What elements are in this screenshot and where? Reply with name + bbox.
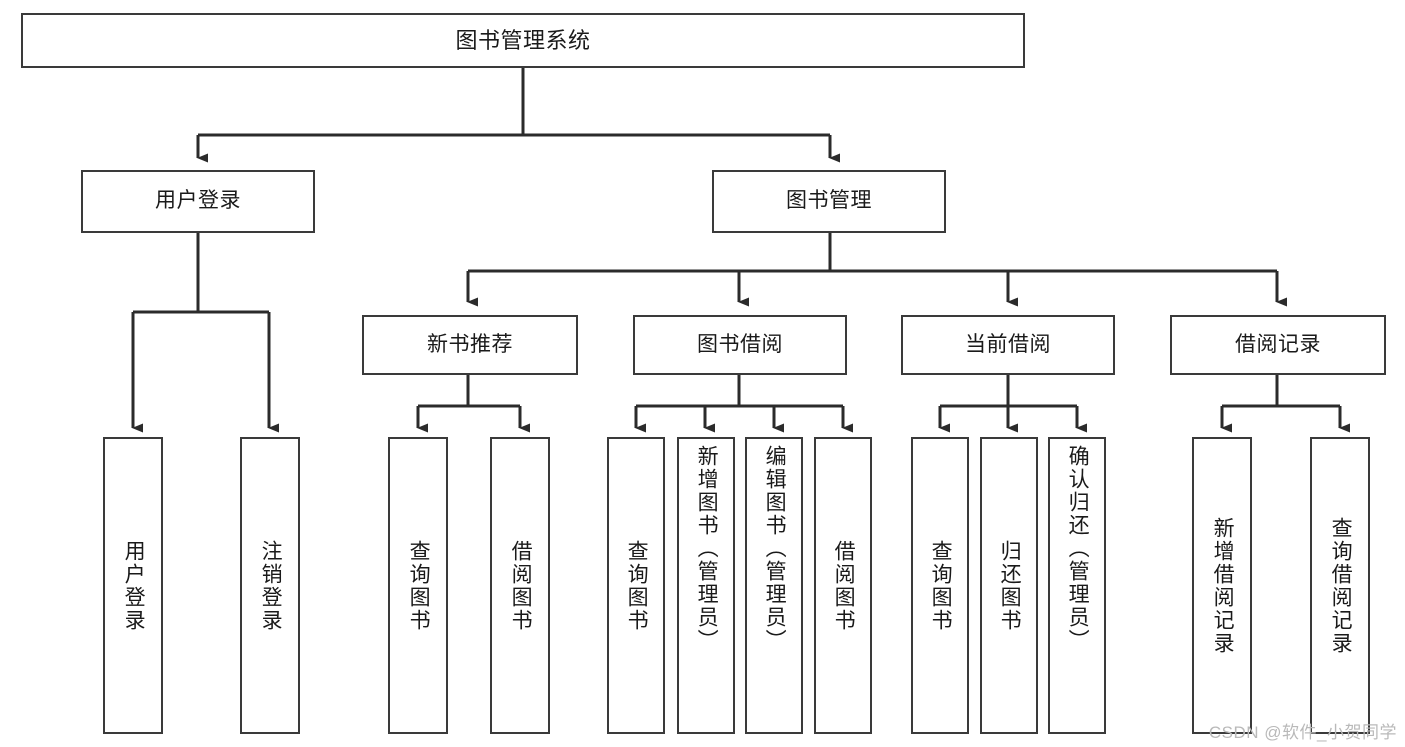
node-book-management-label: 图书管理 <box>786 189 872 213</box>
node-book-borrow[interactable]: 图书借阅 <box>633 315 847 375</box>
node-root-label: 图书管理系统 <box>455 27 591 53</box>
node-user-login[interactable]: 用户登录 <box>81 170 315 233</box>
node-borrow-record-label: 借阅记录 <box>1235 332 1321 356</box>
node-leaf-currentborrow-return-book[interactable]: 归还图书 <box>980 437 1038 734</box>
node-current-borrow[interactable]: 当前借阅 <box>901 315 1115 375</box>
node-leaf-label: 查询借阅记录 <box>1329 516 1353 655</box>
node-leaf-label: 查询图书 <box>929 539 953 632</box>
node-book-management[interactable]: 图书管理 <box>712 170 946 233</box>
node-leaf-label: 借阅图书 <box>509 539 533 632</box>
node-leaf-label: 新增图书（管理员） <box>695 445 719 652</box>
node-leaf-currentborrow-confirm-return-admin[interactable]: 确认归还（管理员） <box>1048 437 1106 734</box>
node-leaf-user-login-signout[interactable]: 注销登录 <box>240 437 300 734</box>
node-leaf-bookborrow-add-book-admin[interactable]: 新增图书（管理员） <box>677 437 735 734</box>
csdn-watermark: CSDN @软件_小贺同学 <box>1208 723 1397 742</box>
node-borrow-record[interactable]: 借阅记录 <box>1170 315 1386 375</box>
node-leaf-label: 注销登录 <box>259 539 283 632</box>
node-leaf-label: 新增借阅记录 <box>1211 516 1235 655</box>
node-new-book-recommend[interactable]: 新书推荐 <box>362 315 578 375</box>
node-user-login-label: 用户登录 <box>155 189 241 213</box>
node-leaf-borrowrecord-query-record[interactable]: 查询借阅记录 <box>1310 437 1370 734</box>
node-leaf-user-login-signin[interactable]: 用户登录 <box>103 437 163 734</box>
node-leaf-label: 归还图书 <box>998 539 1022 632</box>
node-leaf-bookborrow-borrow-book[interactable]: 借阅图书 <box>814 437 872 734</box>
node-book-borrow-label: 图书借阅 <box>697 332 783 356</box>
node-leaf-borrowrecord-add-record[interactable]: 新增借阅记录 <box>1192 437 1252 734</box>
node-leaf-bookborrow-query-book[interactable]: 查询图书 <box>607 437 665 734</box>
node-leaf-bookborrow-edit-book-admin[interactable]: 编辑图书（管理员） <box>745 437 803 734</box>
node-leaf-currentborrow-query-book[interactable]: 查询图书 <box>911 437 969 734</box>
node-leaf-label: 查询图书 <box>625 539 649 632</box>
node-leaf-label: 借阅图书 <box>832 539 856 632</box>
node-leaf-label: 确认归还（管理员） <box>1066 445 1090 652</box>
node-new-book-recommend-label: 新书推荐 <box>427 332 513 356</box>
node-root-book-management-system[interactable]: 图书管理系统 <box>21 13 1025 68</box>
node-current-borrow-label: 当前借阅 <box>965 332 1051 356</box>
node-leaf-label: 编辑图书（管理员） <box>763 445 787 652</box>
node-leaf-newbook-query-book[interactable]: 查询图书 <box>388 437 448 734</box>
node-leaf-label: 查询图书 <box>407 539 431 632</box>
node-leaf-newbook-borrow-book[interactable]: 借阅图书 <box>490 437 550 734</box>
node-leaf-label: 用户登录 <box>122 539 146 632</box>
